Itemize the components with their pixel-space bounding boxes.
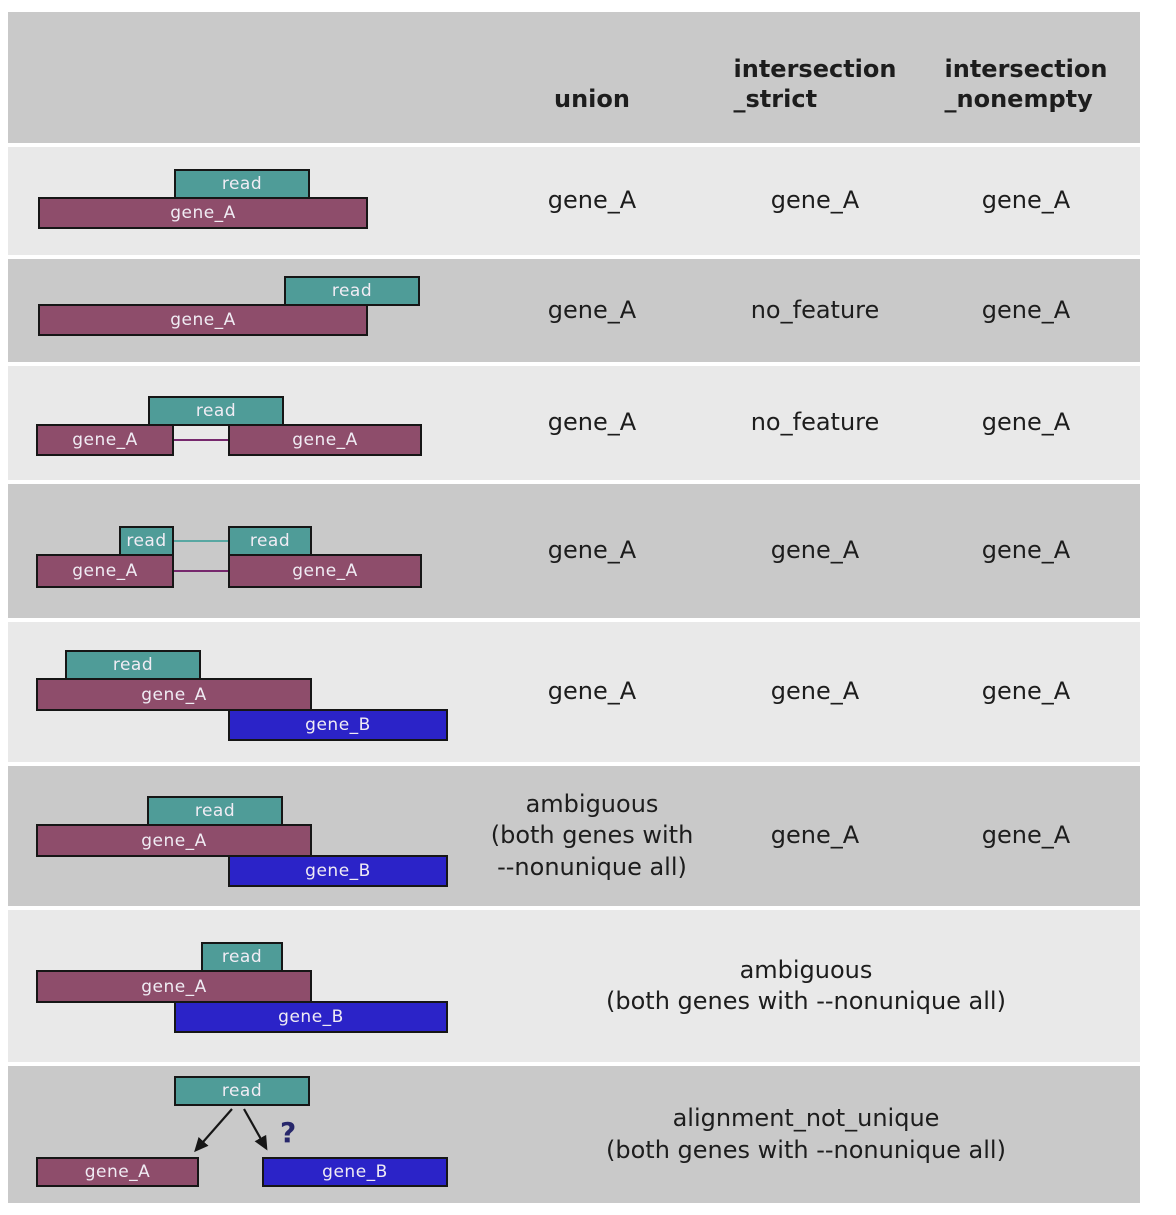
read-box-label: read	[221, 174, 263, 194]
value-union: gene_A	[547, 295, 637, 324]
gene-b-box-label: gene_B	[278, 1007, 344, 1027]
case-row-read-in-gene-overlap: read gene_A gene_B ambiguous (both genes…	[8, 910, 1140, 1062]
gene-a-box: gene_A	[36, 678, 312, 711]
case-row-spliced-read-two-exons: read read gene_A gene_A gene_A gene_A ge…	[8, 484, 1140, 618]
value-intersection-nonempty: gene_A	[981, 186, 1071, 215]
gene-b-box: gene_B	[174, 1001, 448, 1033]
read-box: read	[148, 396, 284, 426]
gene-b-box: gene_B	[228, 855, 448, 887]
case-row-read-touches-gene-b: read gene_A gene_B ambiguous (both genes…	[8, 766, 1140, 906]
multimap-arrows	[194, 1108, 268, 1153]
read-box: read	[174, 169, 310, 199]
gene-a-exon2-box: gene_A	[228, 554, 422, 588]
value-merged: ambiguous (both genes with --nonunique a…	[606, 955, 1006, 1015]
gene-a-box-label: gene_A	[141, 830, 207, 851]
value-intersection-strict: no_feature	[750, 408, 880, 437]
value-union: gene_A	[547, 186, 637, 215]
gene-a-exon1-box: gene_A	[36, 554, 174, 588]
gene-a-box-label: gene_A	[170, 203, 236, 223]
value-intersection-strict: gene_A	[770, 186, 860, 215]
gene-a-box: gene_A	[38, 304, 368, 336]
case-row-read-overhangs-gene: read gene_A gene_A no_feature gene_A	[8, 259, 1140, 362]
question-mark: ?	[280, 1116, 297, 1149]
gene-a-box-label: gene_A	[292, 430, 358, 450]
gene-a-box-label: gene_A	[170, 310, 236, 330]
read-box-label: read	[221, 1081, 263, 1101]
value-intersection-nonempty: gene_A	[981, 536, 1071, 565]
value-intersection-strict: gene_A	[770, 677, 860, 706]
case-row-read-on-gene-a-overlapping-genes: read gene_A gene_B gene_A gene_A gene_A	[8, 622, 1140, 762]
gene-a-box-label: gene_A	[72, 430, 138, 450]
header-union: union	[472, 12, 712, 143]
gene-a-box: gene_A	[36, 1157, 199, 1187]
header-row: union intersection _strict intersection …	[8, 12, 1140, 143]
read-box-label: read	[331, 281, 373, 301]
gene-a-exon1-box: gene_A	[36, 424, 174, 456]
gene-b-box-label: gene_B	[322, 1162, 388, 1182]
gene-a-box-label: gene_A	[292, 561, 358, 581]
gene-a-box: gene_A	[38, 197, 368, 229]
read-segment2-box: read	[228, 526, 312, 556]
gene-b-box: gene_B	[228, 709, 448, 741]
read-box-label: read	[249, 531, 291, 551]
gene-a-box-label: gene_A	[141, 976, 207, 997]
gene-b-box-label: gene_B	[305, 861, 371, 881]
gene-a-box: gene_A	[36, 970, 312, 1003]
value-intersection-nonempty: gene_A	[981, 408, 1071, 437]
value-intersection-nonempty: gene_A	[981, 295, 1071, 324]
read-box-label: read	[112, 655, 154, 675]
case-row-read-within-gene: read gene_A gene_A gene_A gene_A	[8, 147, 1140, 255]
intron-connector-line	[174, 570, 228, 572]
gene-b-box-label: gene_B	[305, 715, 371, 735]
gene-b-box: gene_B	[262, 1157, 448, 1187]
read-box-label: read	[126, 531, 167, 551]
read-box-label: read	[194, 801, 236, 821]
gene-a-exon2-box: gene_A	[228, 424, 422, 456]
value-merged: alignment_not_unique (both genes with --…	[606, 1104, 1006, 1164]
read-box: read	[65, 650, 201, 680]
intron-connector-line	[174, 439, 228, 441]
gene-a-box: gene_A	[36, 824, 312, 857]
value-intersection-nonempty: gene_A	[981, 821, 1071, 850]
read-box: read	[201, 942, 283, 972]
case-row-read-spans-intron: read gene_A gene_A gene_A no_feature gen…	[8, 366, 1140, 480]
value-union: gene_A	[547, 408, 637, 437]
read-box: read	[284, 276, 420, 306]
gene-a-box-label: gene_A	[84, 1162, 151, 1182]
value-intersection-strict: gene_A	[770, 536, 860, 565]
value-union: gene_A	[547, 677, 637, 706]
case-row-multimapped-read: read ? gene_A gene_B alignment_not_uniqu…	[8, 1066, 1140, 1203]
value-union: ambiguous (both genes with --nonunique a…	[490, 790, 694, 881]
header-intersection-strict: intersection _strict	[700, 12, 930, 143]
value-intersection-nonempty: gene_A	[981, 677, 1071, 706]
read-box-label: read	[221, 947, 263, 967]
read-box: read	[147, 796, 283, 826]
value-intersection-strict: no_feature	[750, 295, 880, 324]
header-intersection-nonempty-label: intersection _nonempty	[944, 54, 1108, 114]
value-intersection-strict: gene_A	[770, 821, 860, 850]
gene-a-box-label: gene_A	[72, 561, 138, 581]
read-segment1-box: read	[119, 526, 174, 556]
value-union: gene_A	[547, 536, 637, 565]
read-box-label: read	[195, 401, 237, 421]
read-box: read	[174, 1076, 310, 1106]
header-union-label: union	[554, 85, 630, 114]
header-intersection-strict-label: intersection _strict	[733, 54, 897, 114]
read-splice-connector-line	[174, 540, 228, 542]
gene-a-box-label: gene_A	[141, 684, 207, 705]
header-intersection-nonempty: intersection _nonempty	[912, 12, 1140, 143]
